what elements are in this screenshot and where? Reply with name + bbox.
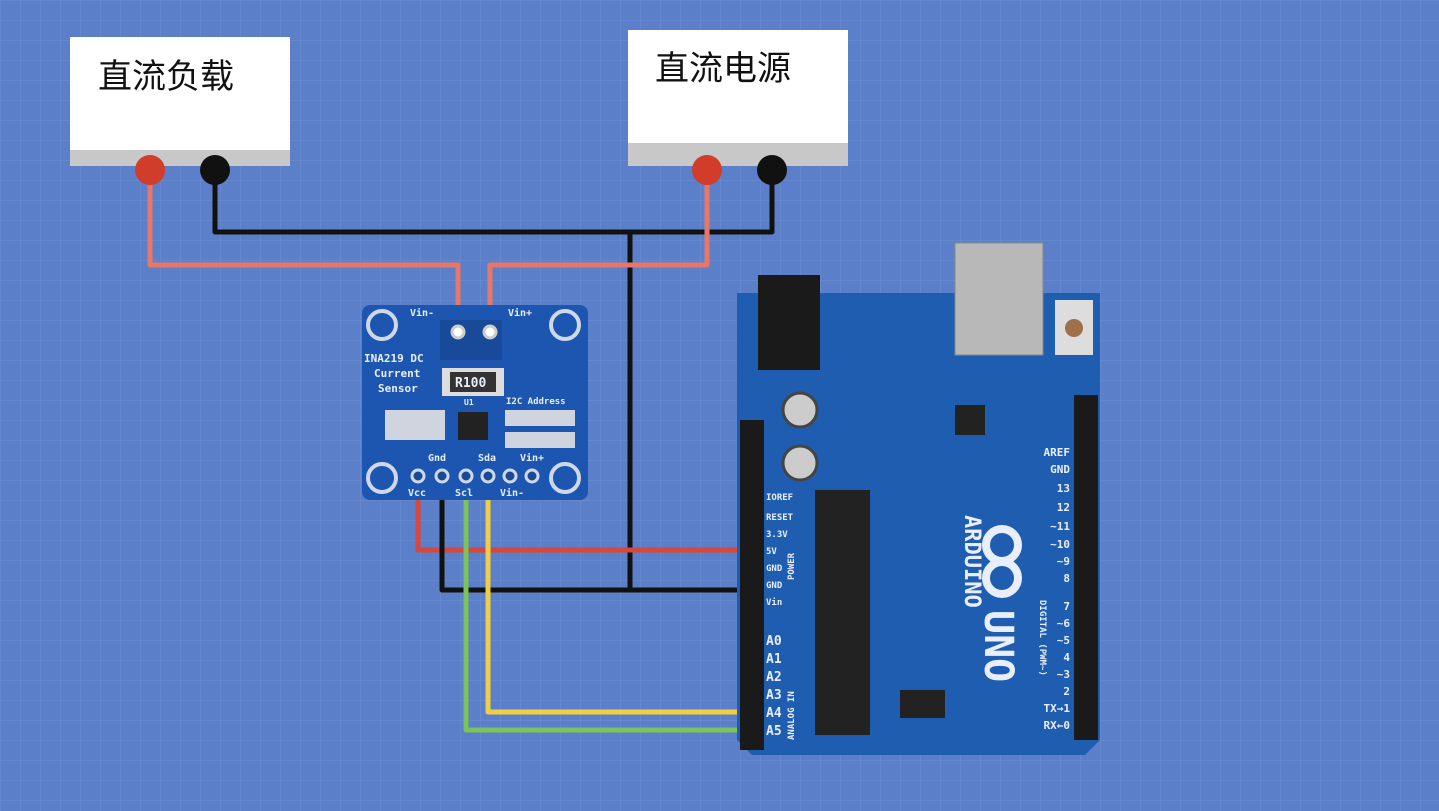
pin-label-a5: A5 (766, 724, 782, 739)
wire-supply-positive (487, 170, 710, 330)
wire-gnd-supply-load (212, 170, 775, 235)
wire-load-positive (147, 170, 461, 330)
dc-load-box: 直流负载 (70, 37, 290, 166)
pin-label: GND (1050, 463, 1070, 476)
pin-label: IOREF (766, 493, 793, 503)
wire-gnd-arduino (439, 478, 755, 593)
pin-label: GND (766, 564, 783, 574)
left-headers (740, 420, 764, 750)
pin-label: 3.3V (766, 530, 788, 540)
pin-label-sda: Sda (478, 453, 496, 464)
pin-label: 13 (1057, 482, 1070, 495)
wire-sda-a4 (485, 478, 755, 715)
pin-label: AREF (1044, 446, 1071, 459)
pin-label: 2 (1063, 685, 1070, 698)
arduino-uno-board: ARDUINO UNO IOREF RESET 3.3V 5V GND GND … (737, 242, 1100, 755)
u1-label: U1 (464, 398, 474, 407)
pin-label-a3: A3 (766, 688, 782, 703)
wires (147, 170, 775, 733)
icsp-header (900, 690, 945, 718)
arduino-logo (982, 525, 1022, 598)
supply-negative-terminal (757, 155, 787, 185)
module-title-line: Current (374, 367, 420, 380)
pin-label: RX←0 (1044, 719, 1071, 732)
load-negative-terminal (200, 155, 230, 185)
pin-label-a1: A1 (766, 652, 782, 667)
pin-label: ~9 (1057, 555, 1070, 568)
wire-vcc-5v (415, 478, 755, 553)
pin-label: Vin (766, 597, 782, 608)
pin-label: TX→1 (1044, 702, 1071, 715)
pin-label: ~6 (1057, 617, 1071, 630)
pin-label-vcc: Vcc (408, 488, 426, 499)
pin-label: 8 (1063, 572, 1070, 585)
pin-label: RESET (766, 513, 794, 523)
pin-label: 4 (1063, 651, 1070, 664)
pin-label: ~10 (1050, 538, 1070, 551)
pin-label-a4: A4 (766, 706, 782, 721)
pin-label-vin-plus-bottom: Vin+ (520, 452, 544, 464)
arduino-model: UNO (975, 610, 1021, 682)
pin-label-vin-minus-bottom: Vin- (500, 487, 524, 499)
wire-scl-a5 (463, 478, 755, 733)
pin-label: 12 (1057, 501, 1070, 514)
module-title-line: INA219 DC (364, 352, 424, 365)
power-jack (758, 275, 820, 370)
dc-supply-label: 直流电源 (655, 49, 791, 89)
arduino-brand: ARDUINO (959, 515, 984, 608)
shunt-resistor-label: R100 (455, 376, 486, 391)
pin-label-vin-minus: Vin- (410, 307, 434, 319)
pin-label: ~5 (1057, 634, 1070, 647)
pin-label-a2: A2 (766, 670, 782, 685)
i2c-address-label: I2C Address (506, 397, 566, 407)
right-headers (1074, 395, 1098, 740)
pin-label-vin-plus: Vin+ (508, 307, 532, 319)
dc-load-label: 直流负载 (98, 57, 234, 97)
pin-label: GND (766, 581, 783, 591)
pin-label: ~11 (1050, 520, 1070, 533)
digital-label: DIGITAL (PWM~) (1037, 600, 1047, 676)
pin-label: ~3 (1057, 668, 1070, 681)
pin-label: 7 (1063, 600, 1070, 613)
analog-in-label: ANALOG IN (787, 691, 797, 740)
module-title-line: Sensor (378, 382, 418, 395)
load-positive-terminal (135, 155, 165, 185)
power-label: POWER (787, 552, 797, 580)
supply-positive-terminal (692, 155, 722, 185)
pin-label: 5V (766, 547, 777, 557)
dc-supply-box: 直流电源 (628, 30, 848, 166)
pin-label-scl: Scl (455, 488, 473, 499)
pin-label-a0: A0 (766, 634, 782, 649)
pin-label-gnd: Gnd (428, 453, 446, 464)
atmega-chip (815, 490, 870, 735)
ina219-module: R100 Vin- Vin+ INA219 DC Current Sensor … (362, 305, 588, 500)
usb-connector (954, 242, 1044, 356)
